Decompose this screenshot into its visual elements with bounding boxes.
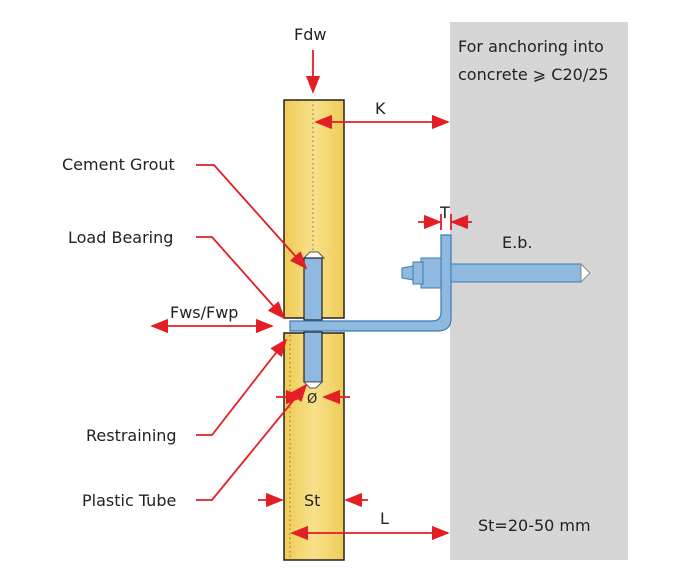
label-t: T bbox=[439, 203, 450, 222]
label-st: St bbox=[304, 491, 320, 510]
pin-upper bbox=[303, 257, 323, 321]
label-l: L bbox=[380, 509, 389, 528]
label-load-bearing: Load Bearing bbox=[68, 228, 173, 247]
label-plastic-tube: Plastic Tube bbox=[82, 491, 176, 510]
concrete-note-line1: For anchoring into bbox=[458, 37, 604, 56]
label-k: K bbox=[375, 99, 386, 118]
concrete-wall bbox=[450, 22, 628, 560]
label-st-range: St=20-50 mm bbox=[478, 516, 591, 535]
plastic-tube-leader bbox=[196, 383, 308, 501]
expansion-bolt bbox=[401, 257, 591, 289]
label-diameter: Ø bbox=[307, 392, 317, 407]
angle-bracket bbox=[289, 234, 452, 332]
label-fws-fwp: Fws/Fwp bbox=[170, 303, 238, 322]
label-fdw: Fdw bbox=[294, 25, 326, 44]
label-restraining: Restraining bbox=[86, 426, 177, 445]
restraining-leader bbox=[196, 338, 288, 436]
label-cement-grout: Cement Grout bbox=[62, 155, 175, 174]
concrete-note-line2: concrete ⩾ C20/25 bbox=[458, 65, 609, 84]
plastic-tube-tip bbox=[302, 381, 324, 389]
label-eb: E.b. bbox=[502, 233, 532, 252]
load-bearing-leader bbox=[196, 236, 286, 320]
pin-lower bbox=[303, 331, 323, 383]
cement-grout-leader bbox=[196, 164, 308, 270]
